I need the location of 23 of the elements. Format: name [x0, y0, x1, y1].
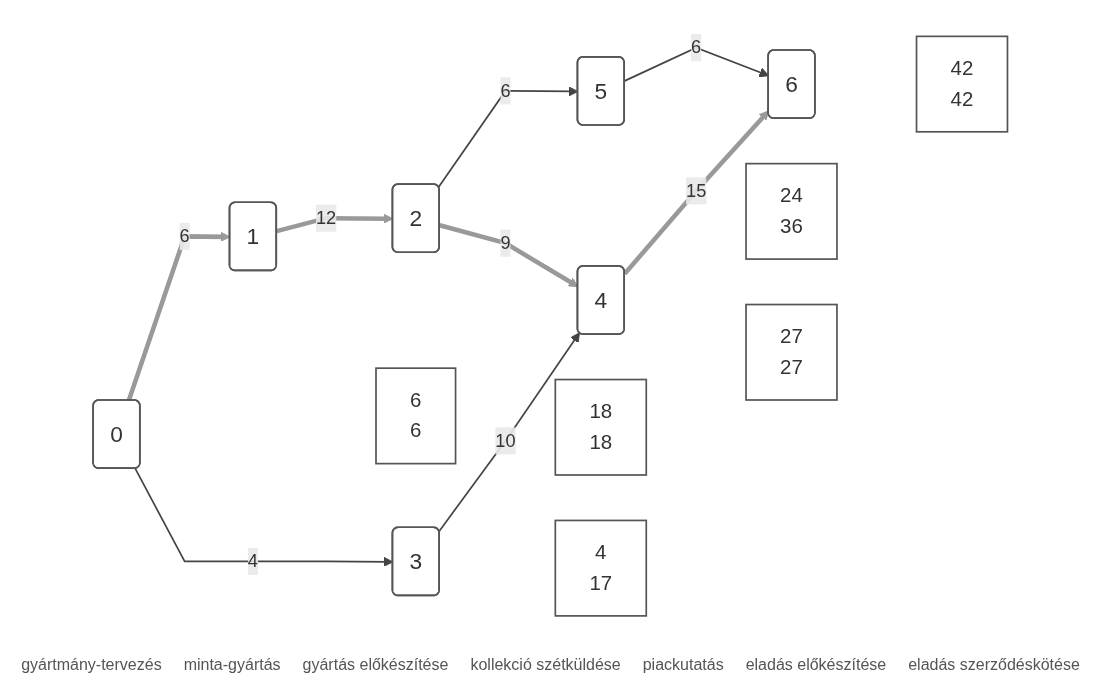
activity-label: kollekció szétküldése	[470, 656, 621, 674]
arrow	[623, 110, 770, 276]
node-box: 27 27	[745, 303, 839, 401]
edge-label: 10	[495, 430, 516, 450]
edge-label: 6	[691, 37, 702, 57]
activity-label: eladás előkészítése	[745, 656, 887, 674]
activity-label: eladás szerződéskötése	[908, 656, 1080, 674]
edge-label: 9	[500, 232, 511, 253]
edge-label: 12	[316, 207, 337, 228]
activity-label: gyártmány-tervezés	[21, 656, 162, 674]
node-box: 4 17	[554, 519, 648, 617]
activity-label: minta-gyártás	[183, 656, 281, 674]
arrow	[438, 332, 581, 533]
node-box: 24 36	[745, 162, 839, 260]
activity-label: gyártás előkészítése	[302, 656, 449, 674]
node-box: 42 42	[915, 35, 1009, 133]
edge-label: 4	[248, 551, 259, 571]
node-box: 18 18	[554, 378, 648, 476]
edge-label: 6	[500, 80, 511, 100]
node-box: 6 6	[375, 367, 457, 465]
edge-label: 6	[179, 226, 190, 246]
activity-label: piackutatás	[642, 656, 724, 674]
edge-label: 15	[686, 180, 707, 200]
